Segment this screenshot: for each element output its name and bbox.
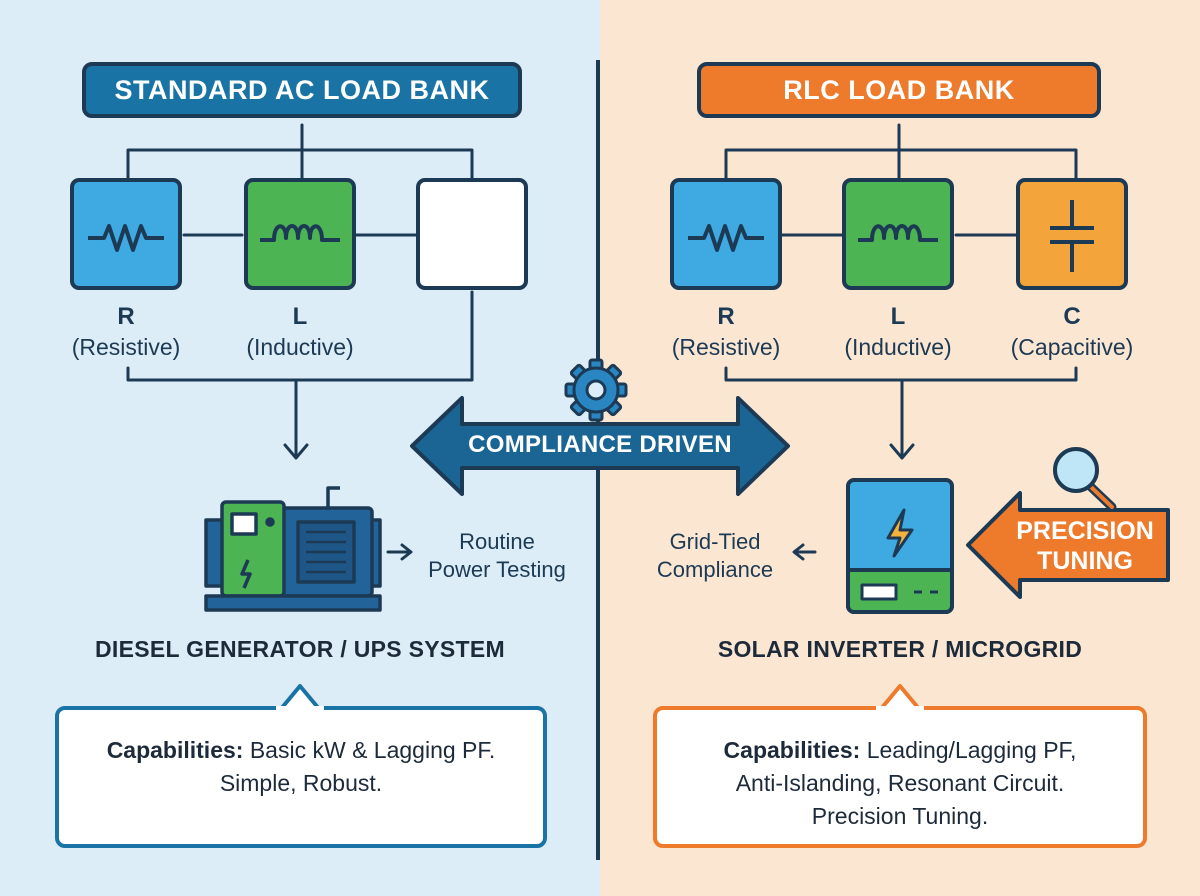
right-capacitor-block (1016, 178, 1128, 290)
right-capabilities-box: Capabilities: Leading/Lagging PF, Anti-I… (653, 706, 1147, 848)
resistor-icon (88, 224, 164, 252)
routine-power-testing-text: Routine Power Testing (428, 529, 566, 582)
standard-load-bank-title: STANDARD AC LOAD BANK (82, 62, 522, 118)
rlc-load-bank-title: RLC LOAD BANK (697, 62, 1101, 118)
diesel-generator-system-label: DIESEL GENERATOR / UPS SYSTEM (95, 636, 505, 662)
right-label-resistive: R(Resistive) (671, 303, 781, 360)
left-bottom-bus-wire (126, 290, 474, 457)
left-resistor-block (70, 178, 182, 290)
capabilities-label: Capabilities: (723, 737, 861, 763)
right-bottom-bus-wire (724, 366, 1078, 457)
right-inductor-block (842, 178, 954, 290)
right-label-inductive: L(Inductive) (844, 303, 952, 360)
inductor-icon (260, 224, 340, 242)
resistor-icon (688, 224, 764, 252)
left-label-resistive: R(Resistive) (71, 303, 181, 360)
precision-tuning-label: PRECISION TUNING (1016, 517, 1154, 575)
right-down-arrowhead (889, 443, 915, 460)
capabilities-label: Capabilities: (106, 737, 244, 763)
capacitor-icon (1050, 200, 1094, 272)
routine-arrow (386, 543, 413, 561)
left-inductor-block (244, 178, 356, 290)
grid-arrow (792, 543, 817, 561)
left-down-arrowhead (283, 443, 309, 460)
left-capabilities-box: Capabilities: Basic kW & Lagging PF. Sim… (55, 706, 547, 848)
grid-tied-compliance-text: Grid-Tied Compliance (656, 529, 774, 582)
right-top-bus-wire (724, 123, 1078, 180)
solar-inverter-system-label: SOLAR INVERTER / MICROGRID (717, 636, 1083, 662)
left-empty-block (416, 178, 528, 290)
right-resistor-block (670, 178, 782, 290)
right-label-capacitive: C(Capacitive) (1010, 303, 1134, 360)
inductor-icon (858, 224, 938, 242)
compliance-driven-label: COMPLIANCE DRIVEN (468, 431, 732, 458)
left-label-inductive: L(Inductive) (246, 303, 354, 360)
left-top-bus-wire (126, 123, 474, 180)
